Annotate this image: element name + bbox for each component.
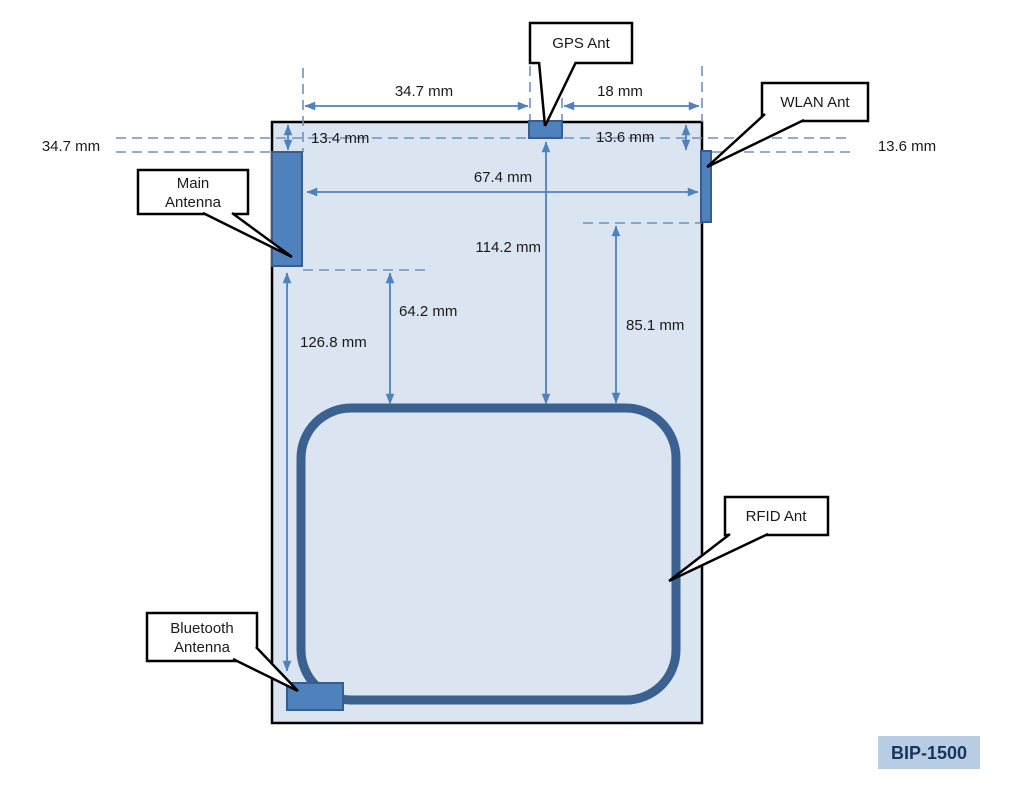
callout-rfid-tail [668,532,769,583]
dim-label-13-4: 13.4 mm [311,130,369,147]
model-badge [878,736,980,769]
callout-bluetooth-label-line1: Bluetooth [170,620,233,637]
dim-label-34-7-top: 34.7 mm [395,83,453,100]
callout-bluetooth-box [145,611,259,663]
wlan-antenna-bar [700,150,712,223]
dim-label-18: 18 mm [597,83,643,100]
callout-main-label-line1: Main [177,175,210,192]
callout-rfid-label: RFID Ant [746,508,808,525]
callout-bluetooth-label-line2: Antenna [174,639,231,656]
callout-bluetooth-tail [232,646,299,693]
dim-label-34-7-side: 34.7 mm [42,138,100,155]
dim-label-67-4: 67.4 mm [474,169,532,186]
callout-wlan-label: WLAN Ant [780,94,850,111]
model-badge-label: BIP-1500 [891,743,967,763]
callout-gps-tail [537,61,578,127]
callout-wlan-tail [706,113,805,169]
callout-bluetooth-tail-fill [233,647,298,691]
callout-main-label-line2: Antenna [165,194,222,211]
device-outline [270,120,704,725]
dim-label-126-8: 126.8 mm [300,334,367,351]
callout-main-tail [202,211,293,259]
dim-label-13-6-inner: 13.6 mm [596,129,654,146]
dimension-arrows [282,101,700,672]
callout-wlan-box [760,81,870,123]
dim-label-64-2: 64.2 mm [399,303,457,320]
dim-label-85-1: 85.1 mm [626,317,684,334]
rfid-loop-antenna [296,403,681,705]
callout-gps-box [528,21,634,65]
callout-gps-tail-fill [539,61,576,126]
callout-rfid-box [723,495,830,537]
callout-wlan-tail-fill [707,113,804,167]
callout-main-box [136,168,250,216]
dim-label-114-2: 114.2 mm [475,239,541,256]
dim-label-13-6-side: 13.6 mm [878,138,936,155]
callout-gps-label: GPS Ant [552,35,610,52]
